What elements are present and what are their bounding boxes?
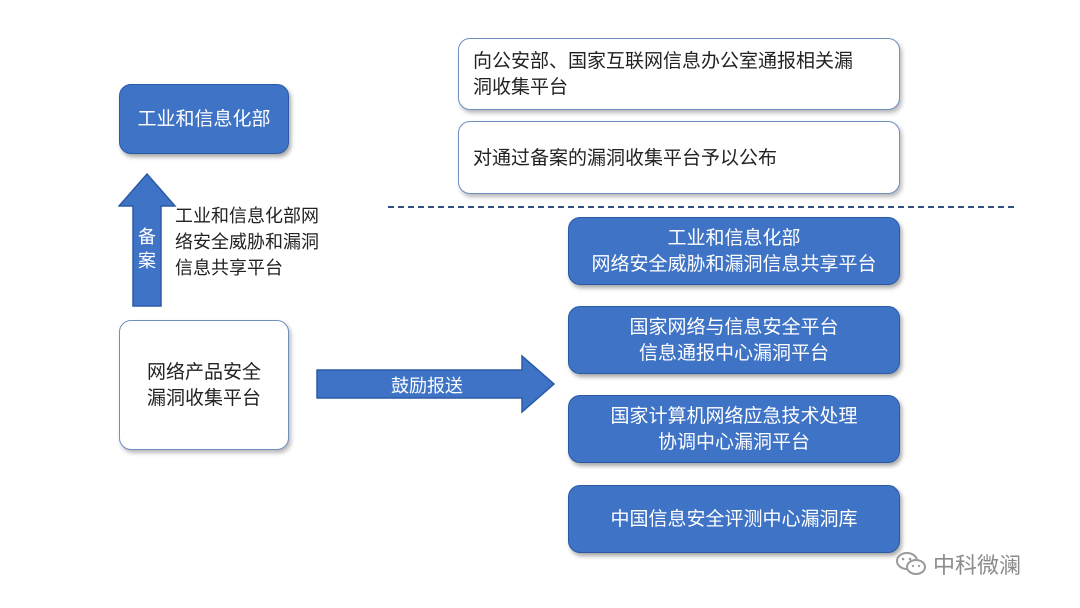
cncert-platform-box: 国家计算机网络应急技术处理 协调中心漏洞平台 bbox=[568, 395, 900, 463]
watermark: 中科微澜 bbox=[895, 548, 1021, 580]
miit-box: 工业和信息化部 bbox=[119, 84, 289, 154]
up-arrow-char-2: 案 bbox=[138, 251, 156, 272]
wechat-icon bbox=[896, 552, 926, 575]
up-arrow-label: 备 案 bbox=[133, 226, 161, 274]
miit-label: 工业和信息化部 bbox=[137, 108, 271, 130]
cnnvd-platform-line-2: 信息通报中心漏洞平台 bbox=[638, 342, 829, 364]
cncert-platform-line-1: 国家计算机网络应急技术处理 bbox=[610, 405, 858, 427]
dashed-separator bbox=[388, 206, 1014, 208]
miit-platform-line-2: 网络安全威胁和漏洞信息共享平台 bbox=[591, 253, 877, 275]
encourage-report-label: 鼓励报送 bbox=[391, 376, 463, 397]
filing-target-line-1: 工业和信息化部网 bbox=[175, 206, 319, 227]
filing-target-label: 工业和信息化部网 络安全威胁和漏洞 信息共享平台 bbox=[175, 204, 375, 282]
itsec-database-box: 中国信息安全评测中心漏洞库 bbox=[568, 485, 900, 553]
notify-line-2: 洞收集平台 bbox=[473, 76, 569, 98]
filing-target-line-3: 信息共享平台 bbox=[175, 258, 283, 279]
publish-label: 对通过备案的漏洞收集平台予以公布 bbox=[473, 146, 778, 169]
publish-box: 对通过备案的漏洞收集平台予以公布 bbox=[458, 121, 900, 194]
product-platform-line-2: 漏洞收集平台 bbox=[146, 387, 261, 409]
up-arrow-icon bbox=[118, 172, 177, 307]
miit-platform-line-1: 工业和信息化部 bbox=[667, 227, 801, 249]
cnnvd-platform-line-1: 国家网络与信息安全平台 bbox=[629, 316, 839, 338]
up-arrow-char-1: 备 bbox=[138, 227, 156, 248]
itsec-database-label: 中国信息安全评测中心漏洞库 bbox=[610, 508, 858, 530]
cnnvd-platform-box: 国家网络与信息安全平台 信息通报中心漏洞平台 bbox=[568, 306, 900, 374]
miit-platform-box: 工业和信息化部 网络安全威胁和漏洞信息共享平台 bbox=[568, 217, 900, 285]
right-arrow-icon bbox=[316, 354, 556, 414]
product-platform-box: 网络产品安全 漏洞收集平台 bbox=[119, 320, 289, 450]
filing-target-line-2: 络安全威胁和漏洞 bbox=[175, 232, 319, 253]
cncert-platform-line-2: 协调中心漏洞平台 bbox=[657, 431, 810, 453]
watermark-text: 中科微澜 bbox=[933, 554, 1022, 579]
product-platform-line-1: 网络产品安全 bbox=[146, 361, 261, 383]
notify-box: 向公安部、国家互联网信息办公室通报相关漏 洞收集平台 bbox=[458, 38, 900, 110]
notify-line-1: 向公安部、国家互联网信息办公室通报相关漏 bbox=[473, 50, 854, 72]
